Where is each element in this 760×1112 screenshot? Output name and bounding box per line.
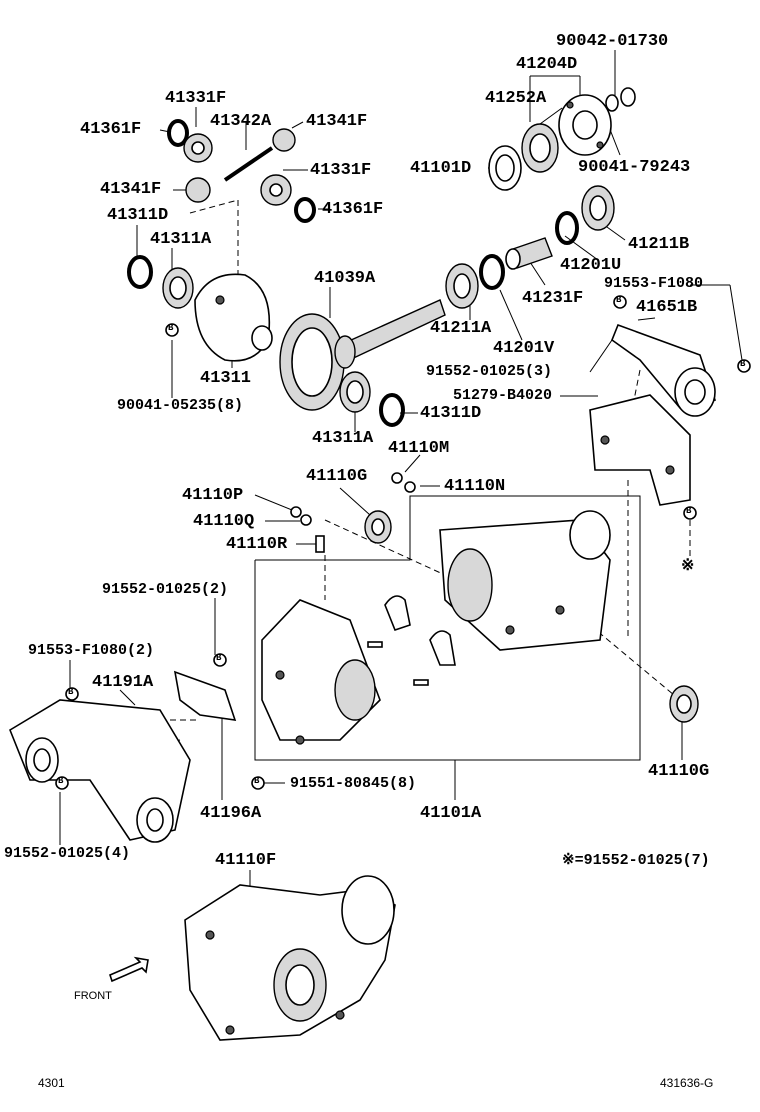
label-41311d-top[interactable]: 41311D (107, 206, 169, 225)
label-41196a[interactable]: 41196A (200, 804, 262, 823)
part-bearing-41211b[interactable] (581, 185, 615, 231)
part-seal-41101d[interactable] (488, 145, 522, 191)
label-41110g-bot[interactable]: 41110G (648, 762, 710, 781)
part-nut-41110p[interactable] (290, 506, 302, 518)
part-spacer-41231f[interactable] (505, 237, 553, 270)
label-41110n[interactable]: 41110N (444, 477, 506, 496)
footer-right-code: 431636-G (660, 1076, 714, 1090)
label-90041-79243[interactable]: 90041-79243 (578, 158, 691, 177)
label-41110g-top[interactable]: 41110G (306, 467, 368, 486)
part-washer-41311d-bot[interactable] (379, 393, 405, 427)
part-seal-41110g-bot[interactable] (669, 685, 699, 723)
b-marker: B (216, 653, 222, 663)
part-plug-41110r[interactable] (315, 535, 325, 553)
b-marker: B (168, 323, 174, 333)
part-mount-41191a[interactable] (9, 699, 191, 843)
part-gear-41341f-left[interactable] (185, 177, 211, 203)
label-41342a[interactable]: 41342A (210, 112, 272, 131)
b-marker-circles (55, 295, 751, 790)
b-marker: B (686, 506, 692, 516)
label-41341f-left[interactable]: 41341F (100, 180, 162, 199)
label-41110f[interactable]: 41110F (215, 851, 277, 870)
label-91552-01025-4[interactable]: 91552-01025(4) (4, 845, 131, 862)
part-nut-41110n[interactable] (404, 481, 416, 493)
label-41331f-mid[interactable]: 41331F (310, 161, 372, 180)
part-gear-41331f-top[interactable] (183, 133, 213, 163)
label-41311d-bot[interactable]: 41311D (420, 404, 482, 423)
label-91553-f1080[interactable]: 91553-F1080 (604, 275, 704, 292)
part-gear-41331f-mid[interactable] (260, 174, 292, 206)
label-90041-05235-8[interactable]: 90041-05235(8) (117, 397, 244, 414)
label-41110m[interactable]: 41110M (388, 439, 450, 458)
part-nut-41110q[interactable] (300, 514, 312, 526)
note-symbol-marker: ※ (681, 557, 695, 575)
part-shim-41201u[interactable] (555, 211, 579, 245)
label-41039a[interactable]: 41039A (314, 269, 376, 288)
footer-left-code: 4301 (38, 1076, 65, 1090)
label-41311a-bot[interactable]: 41311A (312, 429, 374, 448)
label-41201u[interactable]: 41201U (560, 256, 622, 275)
part-shim-41201v[interactable] (479, 254, 505, 290)
part-washer-41361f-right[interactable] (294, 197, 316, 223)
label-41331f-top[interactable]: 41331F (165, 89, 227, 108)
label-41191a[interactable]: 41191A (92, 673, 154, 692)
label-41252a[interactable]: 41252A (485, 89, 547, 108)
b-marker: B (616, 295, 622, 305)
label-90042-01730[interactable]: 90042-01730 (556, 32, 669, 51)
b-marker: B (254, 776, 260, 786)
part-nut-41110m[interactable] (391, 472, 403, 484)
label-41311a-top[interactable]: 41311A (150, 230, 212, 249)
assembly-box-41101a (254, 495, 641, 761)
label-91552-01025-2[interactable]: 91552-01025(2) (102, 581, 229, 598)
front-direction-label: FRONT (74, 990, 112, 1002)
label-41101d[interactable]: 41101D (410, 159, 472, 178)
part-pinion-41039a[interactable] (334, 299, 446, 369)
part-flange-41204d[interactable] (558, 94, 612, 156)
b-marker: B (68, 687, 74, 697)
label-41361f-right[interactable]: 41361F (322, 200, 384, 219)
front-arrow-icon (109, 956, 149, 983)
label-41231f[interactable]: 41231F (522, 289, 584, 308)
b-marker: B (740, 359, 746, 369)
part-washer-41311d-top[interactable] (127, 255, 153, 289)
part-washer-41361f-left[interactable] (167, 119, 189, 147)
part-bearing-41211a[interactable] (445, 263, 479, 309)
label-41110q[interactable]: 41110Q (193, 512, 255, 531)
label-41101a[interactable]: 41101A (420, 804, 482, 823)
part-assembly-41110f[interactable] (184, 875, 396, 1041)
label-41341f-top[interactable]: 41341F (306, 112, 368, 131)
label-91551-80845-8[interactable]: 91551-80845(8) (290, 775, 417, 792)
label-41311[interactable]: 41311 (200, 369, 252, 388)
part-gear-41341f-top[interactable] (272, 128, 296, 152)
label-41110r[interactable]: 41110R (226, 535, 288, 554)
label-41211b[interactable]: 41211B (628, 235, 690, 254)
part-bracket-51279-b4020[interactable] (589, 394, 691, 506)
part-bearing-41311a-top[interactable] (162, 267, 194, 309)
part-seal-41110g-top[interactable] (364, 510, 392, 544)
part-bearing-41311a-bot[interactable] (339, 371, 371, 413)
label-41651b[interactable]: 41651B (636, 298, 698, 317)
label-41211a[interactable]: 41211A (430, 319, 492, 338)
part-case-41311[interactable] (194, 273, 273, 362)
label-51279-b4020[interactable]: 51279-B4020 (453, 387, 553, 404)
note-symbol-legend: ※=91552-01025(7) (562, 852, 710, 869)
label-41110p[interactable]: 41110P (182, 486, 244, 505)
label-41361f-left[interactable]: 41361F (80, 120, 142, 139)
label-41204d[interactable]: 41204D (516, 55, 578, 74)
label-91552-01025-3[interactable]: 91552-01025(3) (426, 363, 553, 380)
part-seal-41252a[interactable] (521, 123, 559, 173)
part-mount-41651b[interactable] (611, 323, 717, 417)
part-bearing-caps[interactable] (367, 595, 456, 686)
part-cover-left[interactable] (261, 599, 381, 745)
part-ring-gear-41039a[interactable] (279, 313, 345, 411)
label-91553-f1080-2[interactable]: 91553-F1080(2) (28, 642, 155, 659)
part-nut-90042-01730[interactable] (605, 87, 636, 112)
part-bracket-41196a[interactable] (173, 670, 237, 721)
b-marker: B (58, 776, 64, 786)
part-housing-carrier-right[interactable] (439, 510, 611, 651)
label-41201v[interactable]: 41201V (493, 339, 555, 358)
part-shaft-41342a[interactable] (223, 146, 274, 182)
